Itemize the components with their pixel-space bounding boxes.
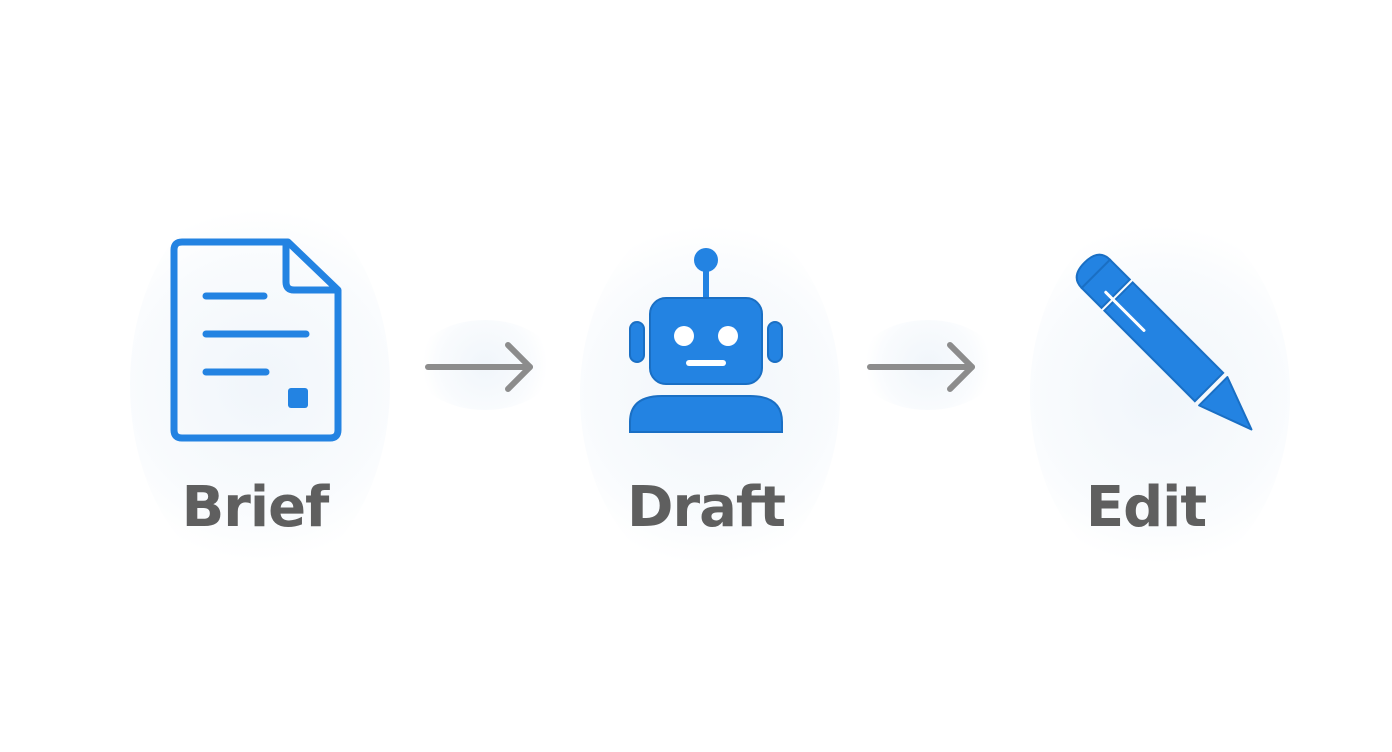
step-draft-label: Draft <box>626 475 786 540</box>
pencil-icon <box>1075 253 1253 431</box>
document-icon <box>170 238 342 442</box>
step-edit-halo <box>1030 210 1290 580</box>
arrow-right-icon <box>425 342 533 392</box>
robot-icon <box>629 248 783 433</box>
arrow-right-icon <box>867 342 975 392</box>
step-brief-label: Brief <box>181 475 330 540</box>
step-edit-label: Edit <box>1085 475 1207 540</box>
